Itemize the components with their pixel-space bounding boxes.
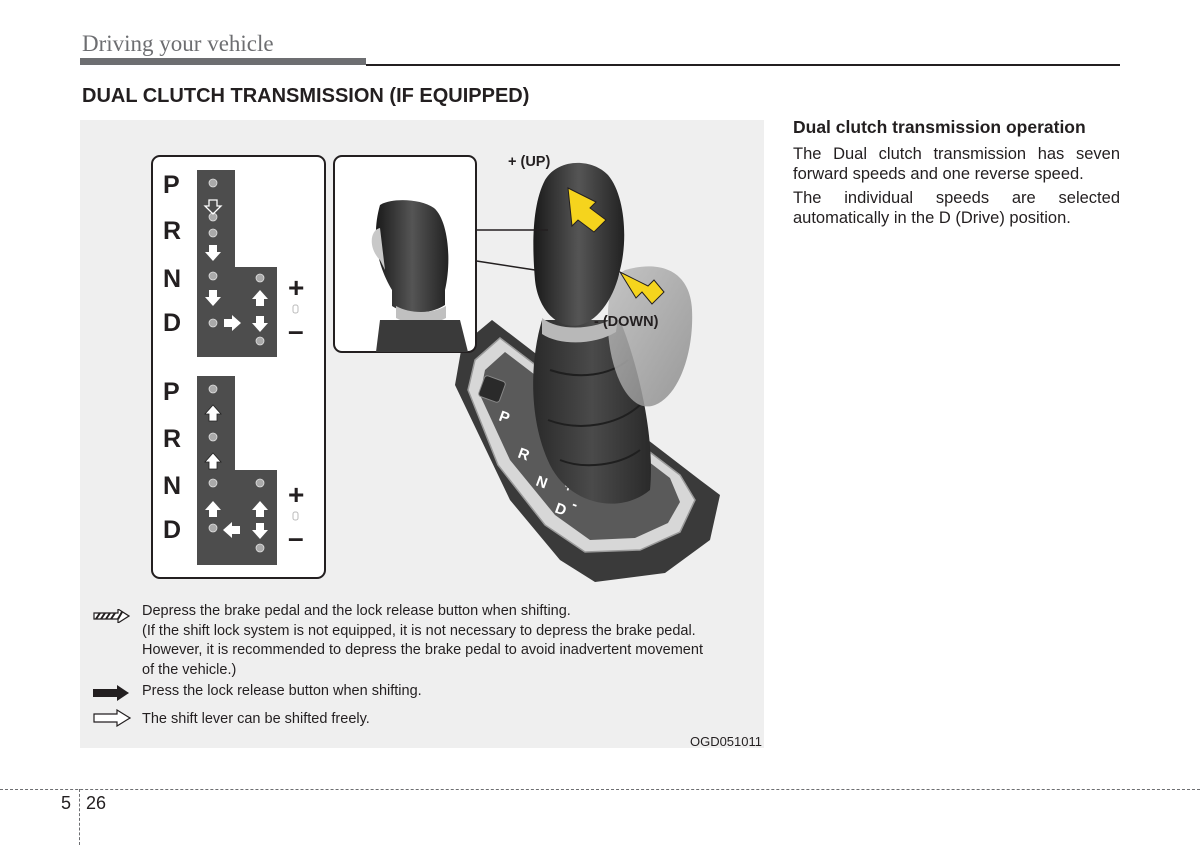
right-column: Dual clutch transmission operation The D…	[793, 117, 1120, 232]
lower-plus-label: +	[288, 479, 304, 510]
figure-code: OGD051011	[689, 734, 762, 749]
up-callout: + (UP)	[508, 154, 550, 170]
upper-minus-label: –	[288, 315, 304, 346]
down-arrow-icon	[618, 270, 665, 305]
lower-gear-n: N	[163, 472, 181, 500]
shift-knob	[533, 162, 625, 326]
section-title: Driving your vehicle	[82, 31, 274, 56]
lower-gear-d: D	[163, 516, 181, 544]
legend-line: (If the shift lock system is not equippe…	[142, 622, 696, 639]
upper-gear-r: R	[163, 217, 181, 245]
legend-item-lock-release: Press the lock release button when shift…	[142, 682, 422, 702]
plate-minus: -	[570, 496, 581, 514]
page-heading: DUAL CLUTCH TRANSMISSION (IF EQUIPPED)	[82, 85, 530, 107]
legend-line: Press the lock release button when shift…	[142, 683, 422, 699]
outline-arrow-icon	[93, 709, 131, 727]
paragraph-selection: The individual speeds are selected autom…	[793, 189, 1120, 227]
legend-item-brake: Depress the brake pedal and the lock rel…	[142, 602, 703, 680]
upper-gate-arrows	[203, 199, 268, 332]
chapter-number: 5	[61, 793, 72, 813]
footer-divider	[79, 789, 80, 845]
lower-gate-arrows	[204, 404, 268, 539]
page-number: 26	[86, 793, 107, 813]
upper-gear-p: P	[163, 171, 180, 199]
header-rule-thin	[366, 64, 1120, 66]
hatched-arrow-icon	[93, 609, 130, 623]
lower-gear-p: P	[163, 378, 180, 406]
inset-knob-ring	[396, 306, 446, 324]
legend-line: The shift lever can be shifted freely.	[142, 711, 370, 727]
lower-minus-label: –	[288, 522, 304, 553]
header-rule-thick	[80, 58, 366, 65]
up-arrow-icon	[567, 187, 607, 233]
upper-gear-d: D	[163, 309, 181, 337]
legend-line: However, it is recommended to depress th…	[142, 642, 703, 658]
upper-plus-label: +	[288, 272, 304, 303]
legend-line: Depress the brake pedal and the lock rel…	[142, 603, 571, 619]
legend-item-free-shift: The shift lever can be shifted freely.	[142, 710, 370, 730]
shift-knob-down-position	[607, 266, 693, 407]
transmission-figure: P R N D + – P R N D + –	[80, 120, 764, 749]
shift-lock-release-button[interactable]	[478, 375, 506, 403]
inset-shift-knob	[375, 200, 449, 313]
paragraph-speeds: The Dual clutch transmission has seven f…	[793, 145, 1120, 183]
shift-diagram: P R N D + – P R N D + –	[151, 154, 720, 582]
gate-diagram-box	[151, 155, 326, 579]
shift-knob-ring	[542, 316, 618, 343]
footer-rule	[0, 789, 1200, 790]
lower-gear-r: R	[163, 425, 181, 453]
upper-gear-n: N	[163, 265, 181, 293]
sub-heading: Dual clutch transmission operation	[793, 117, 1086, 137]
solid-arrow-icon	[93, 685, 129, 701]
legend-line: of the vehicle.)	[142, 661, 237, 678]
lower-gate-plate	[197, 376, 277, 565]
down-callout: - (DOWN)	[594, 314, 659, 330]
